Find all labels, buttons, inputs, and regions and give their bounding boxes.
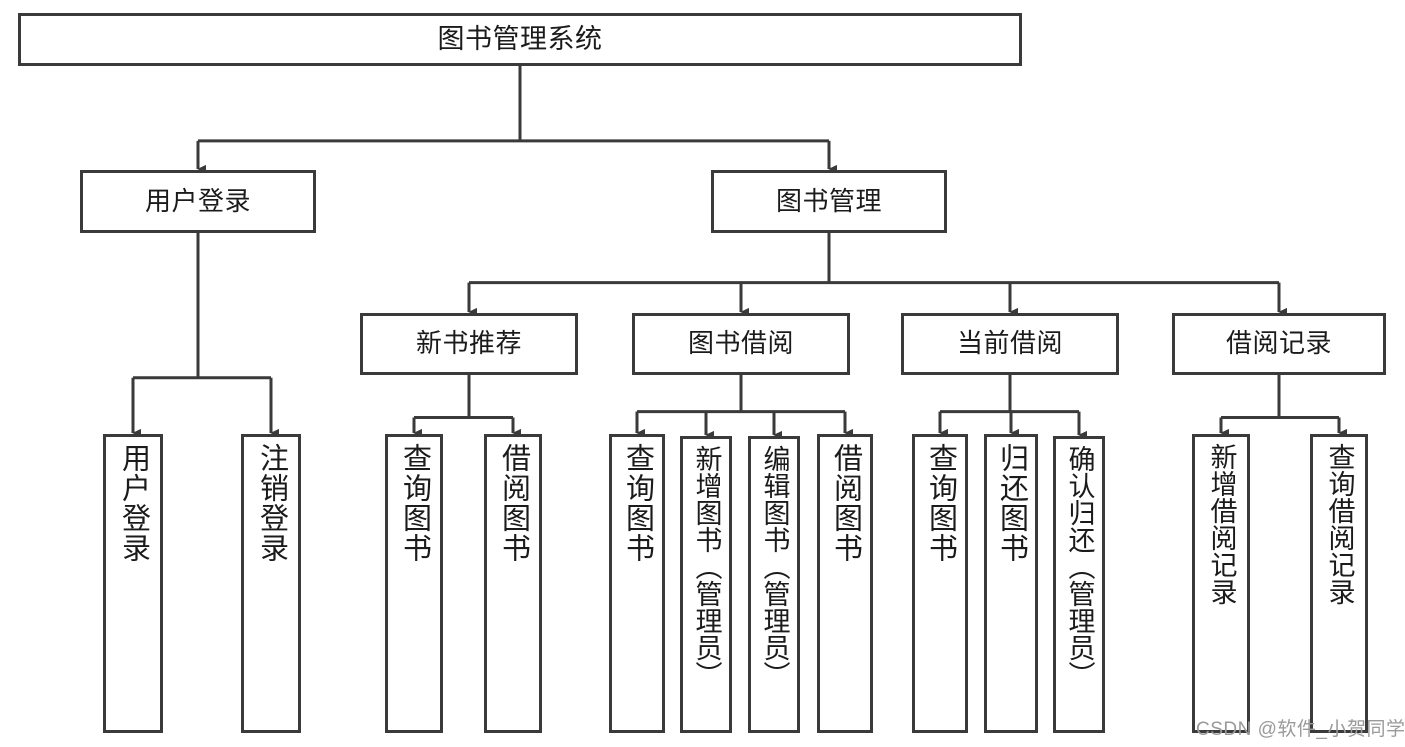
- node-borrow-record[interactable]: 借阅记录: [1172, 313, 1386, 375]
- node-leaf-user-login[interactable]: 用户登录: [103, 434, 163, 733]
- node-leaf-confirm-return[interactable]: 确认归还（管理员）: [1053, 436, 1105, 733]
- node-leaf-user-logout[interactable]: 注销登录: [241, 434, 301, 733]
- node-book-borrow[interactable]: 图书借阅: [632, 313, 850, 375]
- node-label: 注销登录: [255, 443, 288, 563]
- node-new-book-recommend[interactable]: 新书推荐: [360, 313, 578, 375]
- node-leaf-query-book-1[interactable]: 查询图书: [385, 434, 443, 733]
- node-label: 借阅图书: [497, 443, 530, 563]
- node-label: 新书推荐: [415, 328, 522, 359]
- node-label: 新增借阅记录: [1206, 443, 1237, 605]
- node-label: 归还图书: [995, 443, 1028, 563]
- node-leaf-query-book-3[interactable]: 查询图书: [912, 434, 968, 733]
- node-leaf-query-record[interactable]: 查询借阅记录: [1310, 434, 1368, 733]
- node-label: 新增图书（管理员）: [691, 445, 722, 688]
- node-current-borrow[interactable]: 当前借阅: [901, 313, 1119, 375]
- node-label: 编辑图书（管理员）: [759, 445, 790, 688]
- node-label: 查询图书: [924, 443, 957, 563]
- node-user-login[interactable]: 用户登录: [80, 170, 316, 233]
- node-label: 确认归还（管理员）: [1064, 445, 1095, 688]
- node-label: 借阅图书: [829, 443, 862, 563]
- node-label: 当前借阅: [956, 328, 1063, 359]
- node-label: 图书管理系统: [437, 24, 603, 55]
- node-leaf-add-record[interactable]: 新增借阅记录: [1192, 434, 1250, 733]
- node-leaf-borrow-book-2[interactable]: 借阅图书: [817, 434, 873, 733]
- watermark-label: CSDN @软件_小贺同学: [1196, 719, 1405, 740]
- node-root[interactable]: 图书管理系统: [18, 13, 1022, 66]
- node-label: 查询图书: [621, 443, 654, 563]
- node-label: 图书管理: [775, 185, 882, 216]
- node-leaf-edit-book[interactable]: 编辑图书（管理员）: [748, 436, 800, 733]
- node-label: 用户登录: [144, 185, 251, 216]
- node-label: 图书借阅: [687, 328, 794, 359]
- node-leaf-borrow-book-1[interactable]: 借阅图书: [484, 434, 542, 733]
- node-leaf-add-book[interactable]: 新增图书（管理员）: [680, 436, 732, 733]
- node-book-manage[interactable]: 图书管理: [711, 170, 947, 233]
- node-label: 用户登录: [117, 443, 150, 563]
- edge-group: [131, 66, 1348, 440]
- node-leaf-return-book[interactable]: 归还图书: [984, 434, 1038, 733]
- node-label: 借阅记录: [1225, 328, 1332, 359]
- node-leaf-query-book-2[interactable]: 查询图书: [609, 434, 665, 733]
- node-label: 查询借阅记录: [1324, 443, 1355, 605]
- node-label: 查询图书: [398, 443, 431, 563]
